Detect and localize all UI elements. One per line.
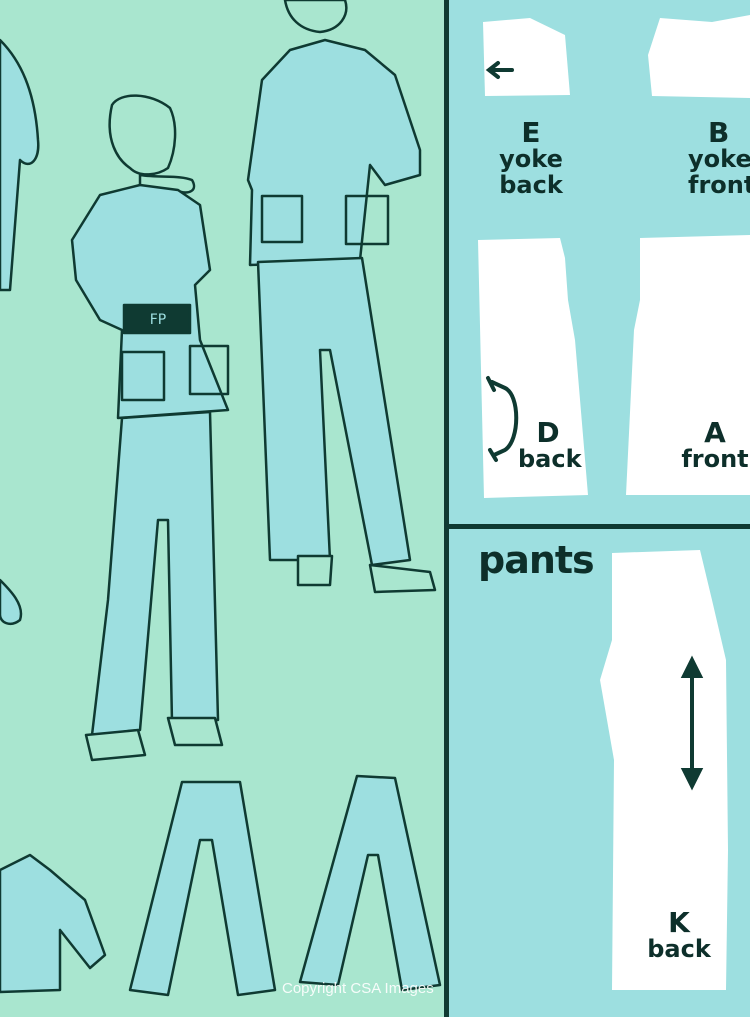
horizontal-divider bbox=[447, 524, 750, 529]
pants-back-name: back bbox=[647, 935, 711, 964]
yoke-front-side: front bbox=[688, 170, 750, 199]
belt-monogram: FP bbox=[150, 312, 167, 328]
label-back: D back bbox=[518, 416, 582, 474]
vertical-divider bbox=[444, 0, 449, 1017]
copyright-watermark: Copyright CSA Images bbox=[282, 980, 434, 997]
pattern-piece-back bbox=[478, 238, 588, 498]
arrow-left-icon bbox=[485, 61, 514, 79]
pattern-piece-yoke-back bbox=[483, 18, 570, 96]
label-pants-back: K back bbox=[644, 908, 714, 963]
back-letter: D bbox=[536, 416, 560, 449]
section-title-pants: pants bbox=[478, 538, 595, 582]
figure-long-jacket bbox=[246, 0, 437, 594]
front-name: front bbox=[681, 445, 749, 474]
label-front: A front bbox=[680, 418, 750, 473]
flat-pants-front bbox=[128, 780, 277, 997]
yoke-back-side: back bbox=[499, 170, 563, 199]
vertical-double-arrow-icon bbox=[680, 655, 704, 791]
pattern-piece-yoke-front bbox=[648, 15, 750, 98]
pattern-piece-pants-back bbox=[600, 550, 728, 990]
yoke-front-name: yoke bbox=[688, 145, 750, 174]
label-yoke-front: B yoke front bbox=[684, 118, 750, 198]
yoke-front-letter: B bbox=[708, 116, 730, 149]
pants-back-letter: K bbox=[668, 906, 690, 939]
pattern-piece-front bbox=[626, 235, 750, 495]
back-name: back bbox=[518, 445, 582, 474]
bent-double-arrow-icon bbox=[486, 376, 519, 462]
label-yoke-back: E yoke back bbox=[492, 118, 570, 198]
yoke-back-name: yoke bbox=[499, 145, 563, 174]
figure-belted-tunic bbox=[70, 94, 230, 762]
flat-jacket bbox=[0, 853, 107, 994]
cropped-figure-left bbox=[0, 38, 40, 626]
yoke-back-letter: E bbox=[521, 116, 541, 149]
front-letter: A bbox=[704, 416, 726, 449]
flat-pants-back bbox=[298, 774, 442, 992]
